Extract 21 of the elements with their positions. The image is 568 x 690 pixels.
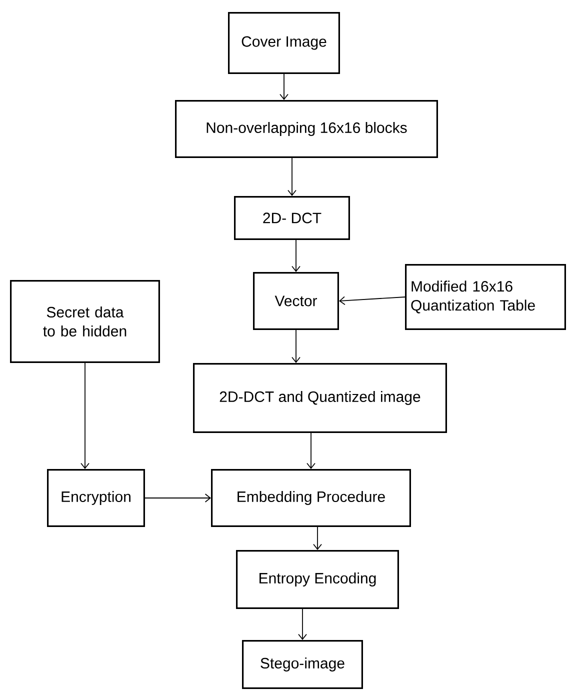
- arrow: [313, 526, 322, 550]
- arrow: [292, 240, 300, 272]
- arrow: [144, 494, 211, 502]
- process-box: Cover Image: [228, 12, 340, 74]
- arrow: [280, 74, 288, 100]
- process-box: Entropy Encoding: [236, 550, 399, 609]
- process-box: 2D- DCT: [234, 196, 350, 240]
- process-box: 2D-DCT and Quantized image: [193, 363, 447, 433]
- process-box: Stego-image: [242, 640, 363, 689]
- process-box: Encryption: [47, 469, 145, 527]
- process-box: Vector: [253, 272, 339, 330]
- process-box: Embedding Procedure: [211, 469, 411, 527]
- arrow: [306, 432, 316, 469]
- arrow: [292, 330, 300, 363]
- process-box: Secret data to be hidden: [10, 280, 160, 363]
- process-box: Modified 16x16 Quantization Table: [405, 264, 566, 330]
- arrow: [339, 296, 406, 306]
- process-box: Non-overlapping 16x16 blocks: [175, 100, 438, 158]
- arrow: [288, 158, 296, 196]
- arrow: [80, 362, 90, 469]
- arrow: [298, 608, 307, 640]
